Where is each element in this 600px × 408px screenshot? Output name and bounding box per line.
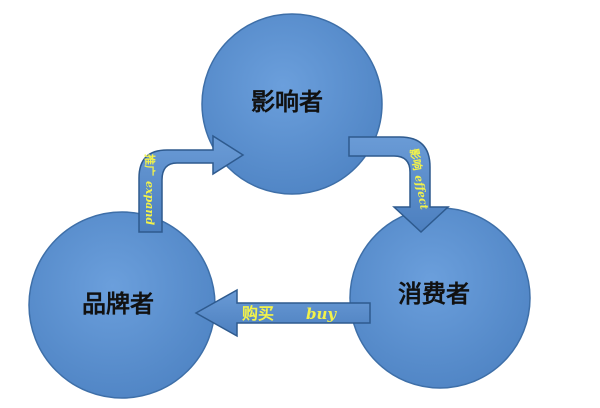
influence-arrow-text: 影响 effect xyxy=(407,147,431,211)
consumer-label: 消费者 xyxy=(398,280,470,308)
promote-arrow-text: 推广 expand xyxy=(143,154,157,225)
influencer-label: 影响者 xyxy=(251,88,323,116)
influence-cn-label: 影响 xyxy=(407,147,425,171)
buy-cn-label: 购买 xyxy=(242,304,274,323)
promote-arrow xyxy=(138,134,245,233)
promote-cn-label: 推广 xyxy=(143,154,157,176)
brand-label: 品牌者 xyxy=(82,290,154,318)
promote-en-label: expand xyxy=(143,181,156,225)
influencer-circle xyxy=(201,13,383,195)
influence-arrow xyxy=(348,136,450,234)
buy-en-label: buy xyxy=(306,305,337,323)
buy-arrow xyxy=(194,288,371,338)
influence-en-label: effect xyxy=(412,174,431,211)
